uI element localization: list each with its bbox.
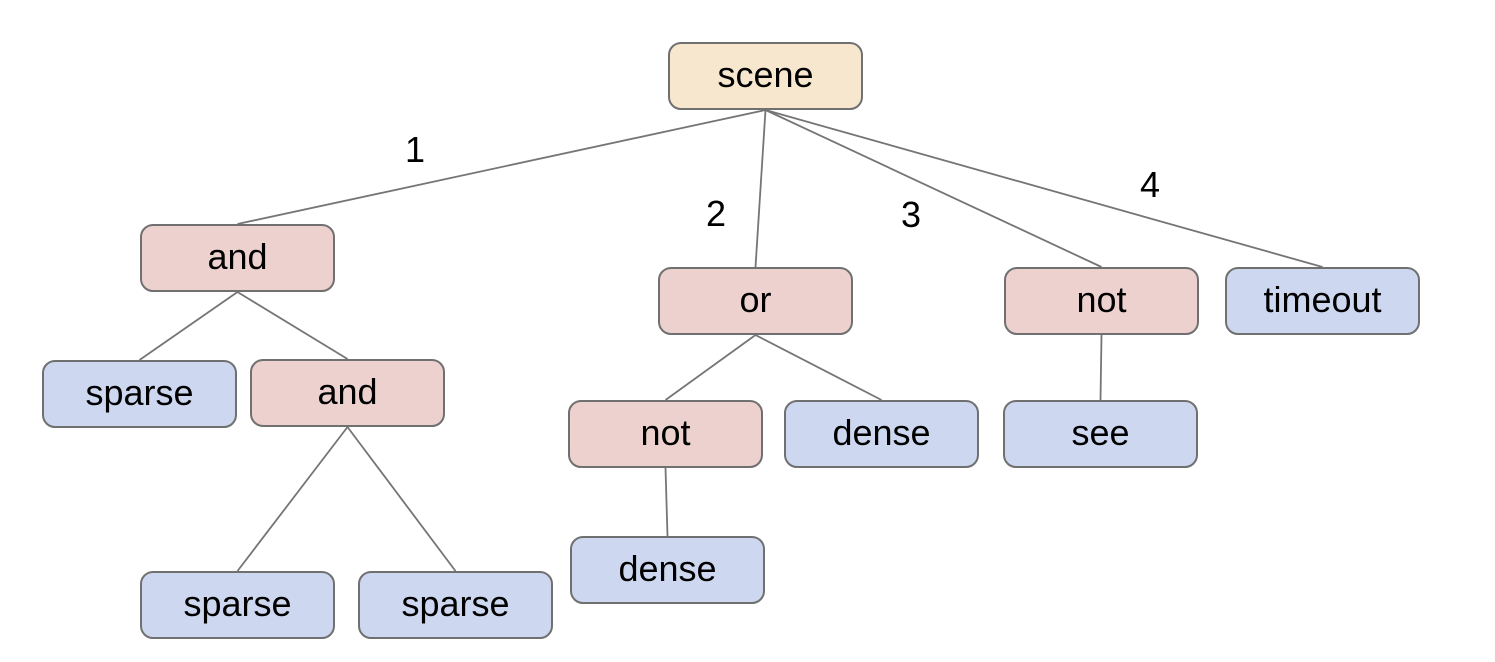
node-and-1: and — [140, 224, 335, 292]
node-dense-2-label: dense — [618, 548, 717, 589]
node-sparse-2: sparse — [140, 571, 335, 639]
node-and-1-label: and — [207, 236, 268, 277]
node-sparse-3: sparse — [358, 571, 553, 639]
node-scene: scene — [668, 42, 863, 110]
node-and-2: and — [250, 359, 445, 427]
edge-label-2: 2 — [705, 193, 727, 234]
node-sparse-1-label: sparse — [85, 372, 194, 413]
node-not-2: not — [568, 400, 763, 468]
node-not-1-label: not — [1076, 279, 1127, 320]
node-sparse-2-label: sparse — [183, 583, 292, 624]
node-dense-1-label: dense — [832, 412, 931, 453]
node-timeout: timeout — [1225, 267, 1420, 335]
node-not-2-label: not — [640, 412, 691, 453]
edge-label-1: 1 — [404, 129, 426, 170]
edge-label-4: 4 — [1139, 164, 1161, 205]
node-or-label: or — [739, 279, 772, 320]
node-or: or — [658, 267, 853, 335]
node-scene-label: scene — [717, 54, 814, 95]
node-dense-2: dense — [570, 536, 765, 604]
node-and-2-label: and — [317, 371, 378, 412]
node-dense-1: dense — [784, 400, 979, 468]
node-sparse-3-label: sparse — [401, 583, 510, 624]
node-not-1: not — [1004, 267, 1199, 335]
node-timeout-label: timeout — [1263, 279, 1382, 320]
node-see: see — [1003, 400, 1198, 468]
edge-label-3: 3 — [900, 194, 922, 235]
node-see-label: see — [1071, 412, 1130, 453]
node-sparse-1: sparse — [42, 360, 237, 428]
